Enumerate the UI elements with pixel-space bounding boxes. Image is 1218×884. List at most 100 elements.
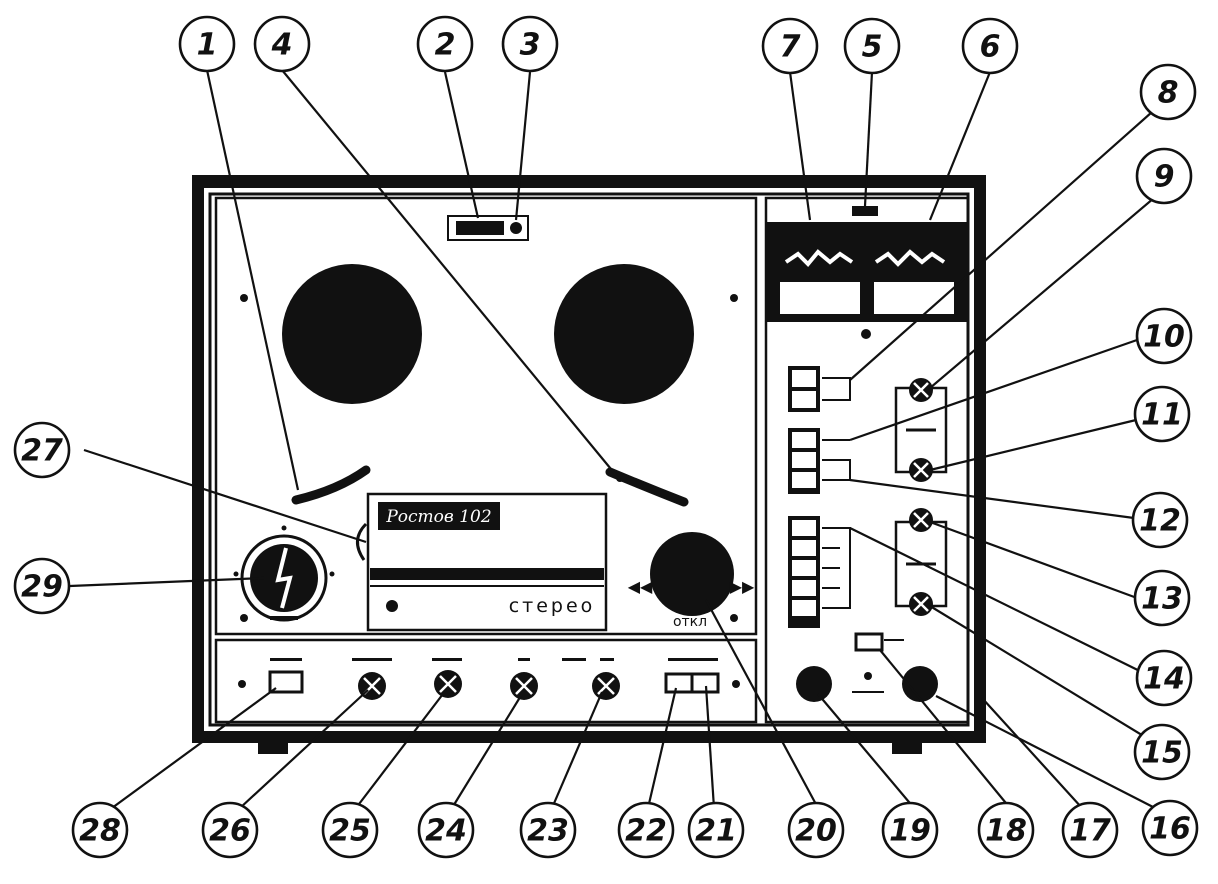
callout-label: 22 — [625, 814, 667, 849]
callout-label: 8 — [1158, 76, 1179, 111]
callout-label: 23 — [527, 814, 569, 849]
screw — [730, 614, 738, 622]
vu-meter-right-window — [874, 282, 954, 314]
callout-29: 29 — [13, 557, 71, 615]
level-knob-9[interactable] — [909, 378, 933, 402]
key-8[interactable] — [792, 560, 816, 576]
callout-28: 28 — [71, 801, 129, 859]
head-cover-screw — [386, 600, 398, 612]
volume-knob-right[interactable] — [432, 658, 462, 698]
tape-guide — [356, 522, 368, 561]
callout-label: 12 — [1139, 504, 1181, 539]
callout-2: 2 — [416, 15, 474, 73]
monitor-button[interactable] — [854, 632, 884, 652]
head-slot — [370, 568, 604, 580]
callout-label: 18 — [985, 814, 1027, 849]
callout-label: 1 — [197, 28, 218, 63]
callout-label: 26 — [209, 814, 251, 849]
callout-label: 11 — [1141, 398, 1183, 433]
key-4[interactable] — [792, 452, 816, 468]
callout-1: 1 — [178, 15, 236, 73]
key-10[interactable] — [792, 600, 816, 616]
callout-label: 20 — [795, 814, 837, 849]
callout-16: 16 — [1141, 799, 1199, 857]
screw — [730, 294, 738, 302]
callout-label: 3 — [520, 28, 541, 63]
callout-label: 15 — [1141, 736, 1183, 771]
callout-19: 19 — [881, 801, 939, 859]
callout-15: 15 — [1133, 723, 1191, 781]
key-2[interactable] — [792, 391, 816, 408]
callout-label: 21 — [695, 814, 737, 849]
rewind-left-mark: ◀◀ — [628, 577, 653, 596]
stereo-indicator — [852, 206, 878, 216]
callout-label: 13 — [1141, 582, 1183, 617]
callout-14: 14 — [1135, 649, 1193, 707]
vu-meter-right-scale — [874, 249, 946, 267]
callout-17: 17 — [1061, 801, 1119, 859]
callout-label: 27 — [21, 434, 63, 469]
callout-9: 9 — [1135, 147, 1193, 205]
key-6[interactable] — [792, 520, 816, 536]
operation-mode-knob[interactable] — [650, 532, 734, 616]
callout-6: 6 — [961, 17, 1019, 75]
callout-label: 4 — [271, 28, 293, 63]
right-reel[interactable] — [554, 264, 694, 404]
foot-left — [258, 740, 288, 754]
callout-4: 4 — [253, 15, 311, 73]
badge-text: Ростов 102 — [385, 507, 491, 527]
callout-3: 3 — [501, 15, 559, 73]
callout-label: 24 — [425, 814, 467, 849]
screw — [240, 614, 248, 622]
screw — [240, 294, 248, 302]
leader-lines — [69, 69, 1159, 809]
tension-arm-left — [291, 465, 371, 505]
callout-label: 14 — [1143, 662, 1185, 697]
callout-label: 9 — [1154, 160, 1175, 195]
vu-meter-left-window — [780, 282, 860, 314]
callout-label: 2 — [435, 28, 456, 63]
key-5[interactable] — [792, 472, 816, 488]
level-knob-13[interactable] — [909, 508, 933, 532]
balance-knob[interactable] — [592, 658, 620, 700]
level-knob-11[interactable] — [909, 458, 933, 482]
vu-meter-left-scale — [784, 249, 854, 267]
callout-26: 26 — [201, 801, 259, 859]
callout-label: 17 — [1069, 814, 1111, 849]
level-knob-15[interactable] — [909, 592, 933, 616]
key-1[interactable] — [792, 370, 816, 387]
callout-5: 5 — [843, 17, 901, 75]
callout-8: 8 — [1139, 63, 1197, 121]
foot-right — [892, 740, 922, 754]
callout-label: 5 — [862, 30, 883, 65]
callout-label: 19 — [889, 814, 931, 849]
callout-11: 11 — [1133, 385, 1191, 443]
callout-21: 21 — [687, 801, 745, 859]
power-button[interactable] — [268, 670, 304, 694]
callout-25: 25 — [321, 801, 379, 859]
record-button-right[interactable] — [690, 672, 720, 694]
callout-18: 18 — [977, 801, 1035, 859]
callout-22: 22 — [617, 801, 675, 859]
callout-27: 27 — [13, 421, 71, 479]
callout-label: 25 — [329, 814, 371, 849]
head-cover — [366, 492, 608, 632]
off-label: откл — [673, 614, 707, 630]
tone-knob[interactable] — [510, 658, 538, 700]
jack-socket-left[interactable] — [796, 666, 832, 702]
rewind-right-mark: ▶▶ — [730, 577, 755, 596]
key-9[interactable] — [792, 580, 816, 596]
jack-socket-right[interactable] — [902, 666, 938, 702]
stereo-label: стерео — [509, 595, 596, 617]
callout-label: 10 — [1143, 320, 1185, 355]
key-7[interactable] — [792, 540, 816, 556]
tape-deck: Ростов 102 стерео ◀◀ ▶▶ откл — [214, 196, 758, 636]
callout-7: 7 — [761, 17, 819, 75]
key-3[interactable] — [792, 432, 816, 448]
callout-10: 10 — [1135, 307, 1193, 365]
left-reel[interactable] — [282, 264, 422, 404]
counter-reset-button[interactable] — [510, 222, 522, 234]
callout-label: 16 — [1149, 812, 1191, 847]
callout-12: 12 — [1131, 491, 1189, 549]
callout-24: 24 — [417, 801, 475, 859]
